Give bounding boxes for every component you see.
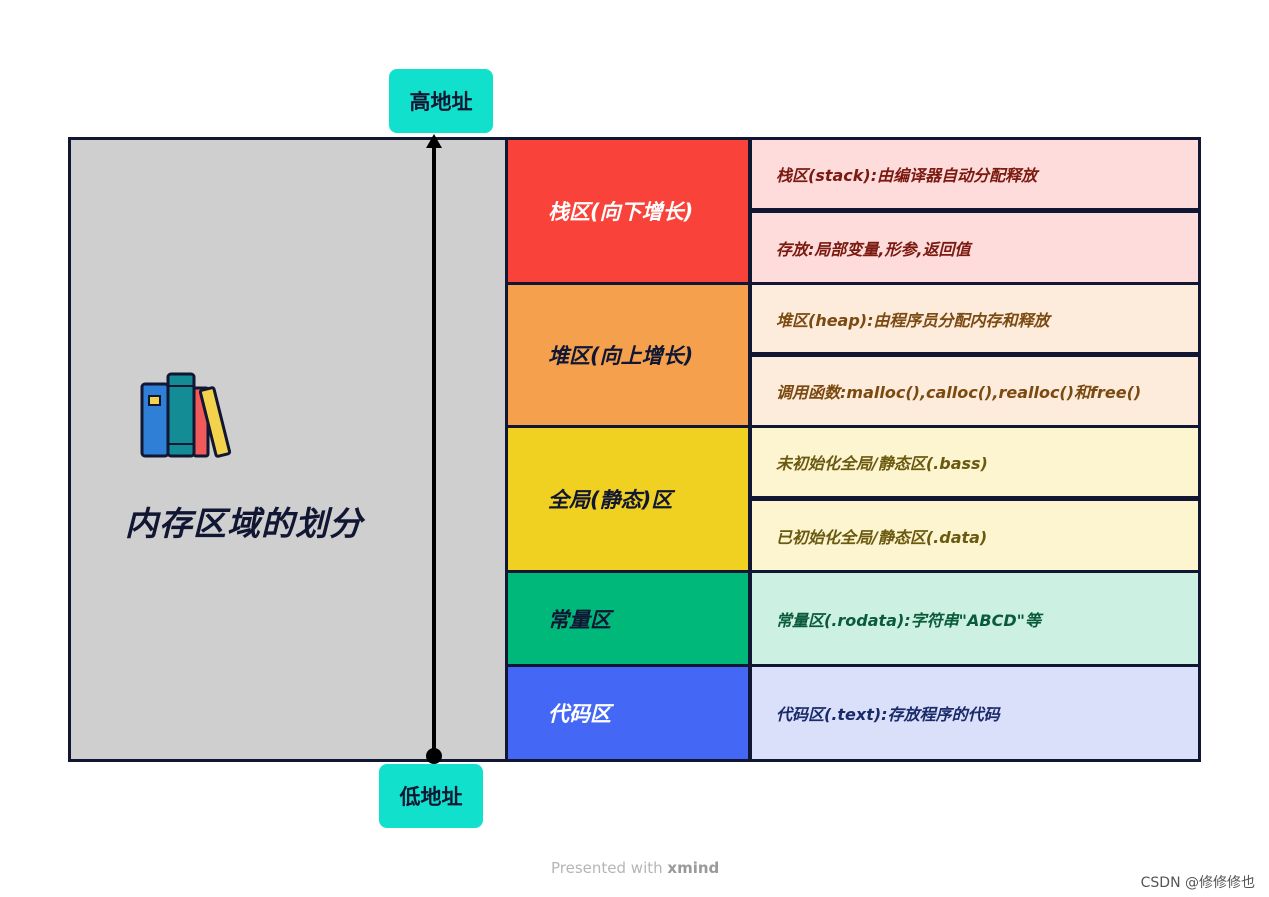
watermark: CSDN @修修修也 — [1140, 875, 1255, 891]
left-panel — [68, 137, 505, 762]
footer-brand: xmind — [667, 859, 720, 877]
footer-credit: Presented with xmind — [551, 859, 719, 877]
region-0-detail-0: 栈区(stack):由编译器自动分配释放 — [749, 137, 1201, 211]
region-2-detail-1: 已初始化全局/静态区(.data) — [749, 498, 1201, 573]
diagram-title: 内存区域的划分 — [125, 504, 363, 543]
region-1: 堆区(向上增长) — [505, 282, 751, 428]
region-3: 常量区 — [505, 570, 751, 667]
region-2: 全局(静态)区 — [505, 425, 751, 573]
region-4-detail-0: 代码区(.text):存放程序的代码 — [749, 664, 1201, 762]
region-1-detail-1: 调用函数:malloc(),calloc(),realloc()和free() — [749, 354, 1201, 428]
region-4: 代码区 — [505, 664, 751, 762]
high-address-label: 高地址 — [389, 69, 493, 133]
books-icon — [140, 372, 232, 458]
region-0-detail-1: 存放:局部变量,形参,返回值 — [749, 210, 1201, 285]
region-1-detail-0: 堆区(heap):由程序员分配内存和释放 — [749, 282, 1201, 355]
region-2-detail-0: 未初始化全局/静态区(.bass) — [749, 425, 1201, 499]
region-3-detail-0: 常量区(.rodata):字符串"ABCD"等 — [749, 570, 1201, 667]
address-axis-line — [432, 142, 436, 757]
arrow-up-icon — [426, 134, 442, 148]
low-address-label: 低地址 — [379, 764, 483, 828]
footer-presented: Presented with — [551, 859, 663, 877]
axis-origin-dot — [426, 748, 442, 764]
region-0: 栈区(向下增长) — [505, 137, 751, 285]
